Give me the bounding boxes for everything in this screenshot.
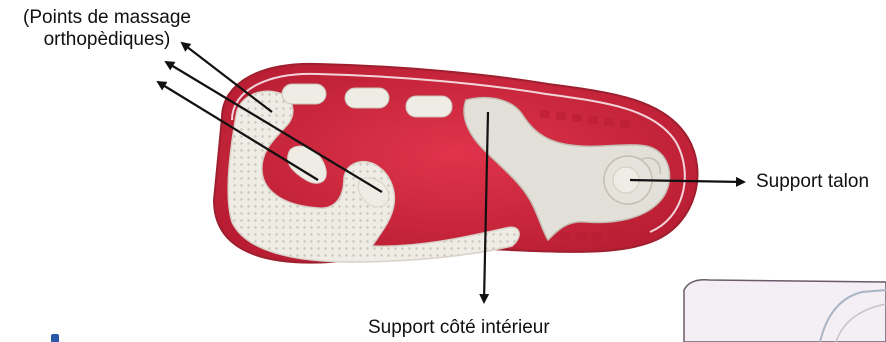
heel-support-label: Support talon bbox=[756, 171, 869, 193]
massage-pod bbox=[406, 96, 452, 117]
massage-pod bbox=[345, 88, 389, 108]
massage-points-label: (Points de massage orthopèdiques) bbox=[6, 7, 208, 51]
blue-corner-mark bbox=[51, 334, 59, 342]
massage-pod bbox=[282, 84, 326, 104]
inner-support-label: Support côté intérieur bbox=[368, 317, 550, 339]
massage-label-line1: (Points de massage bbox=[6, 7, 208, 29]
massage-label-line2: orthopèdiques) bbox=[6, 29, 208, 51]
boot-image bbox=[684, 280, 886, 342]
